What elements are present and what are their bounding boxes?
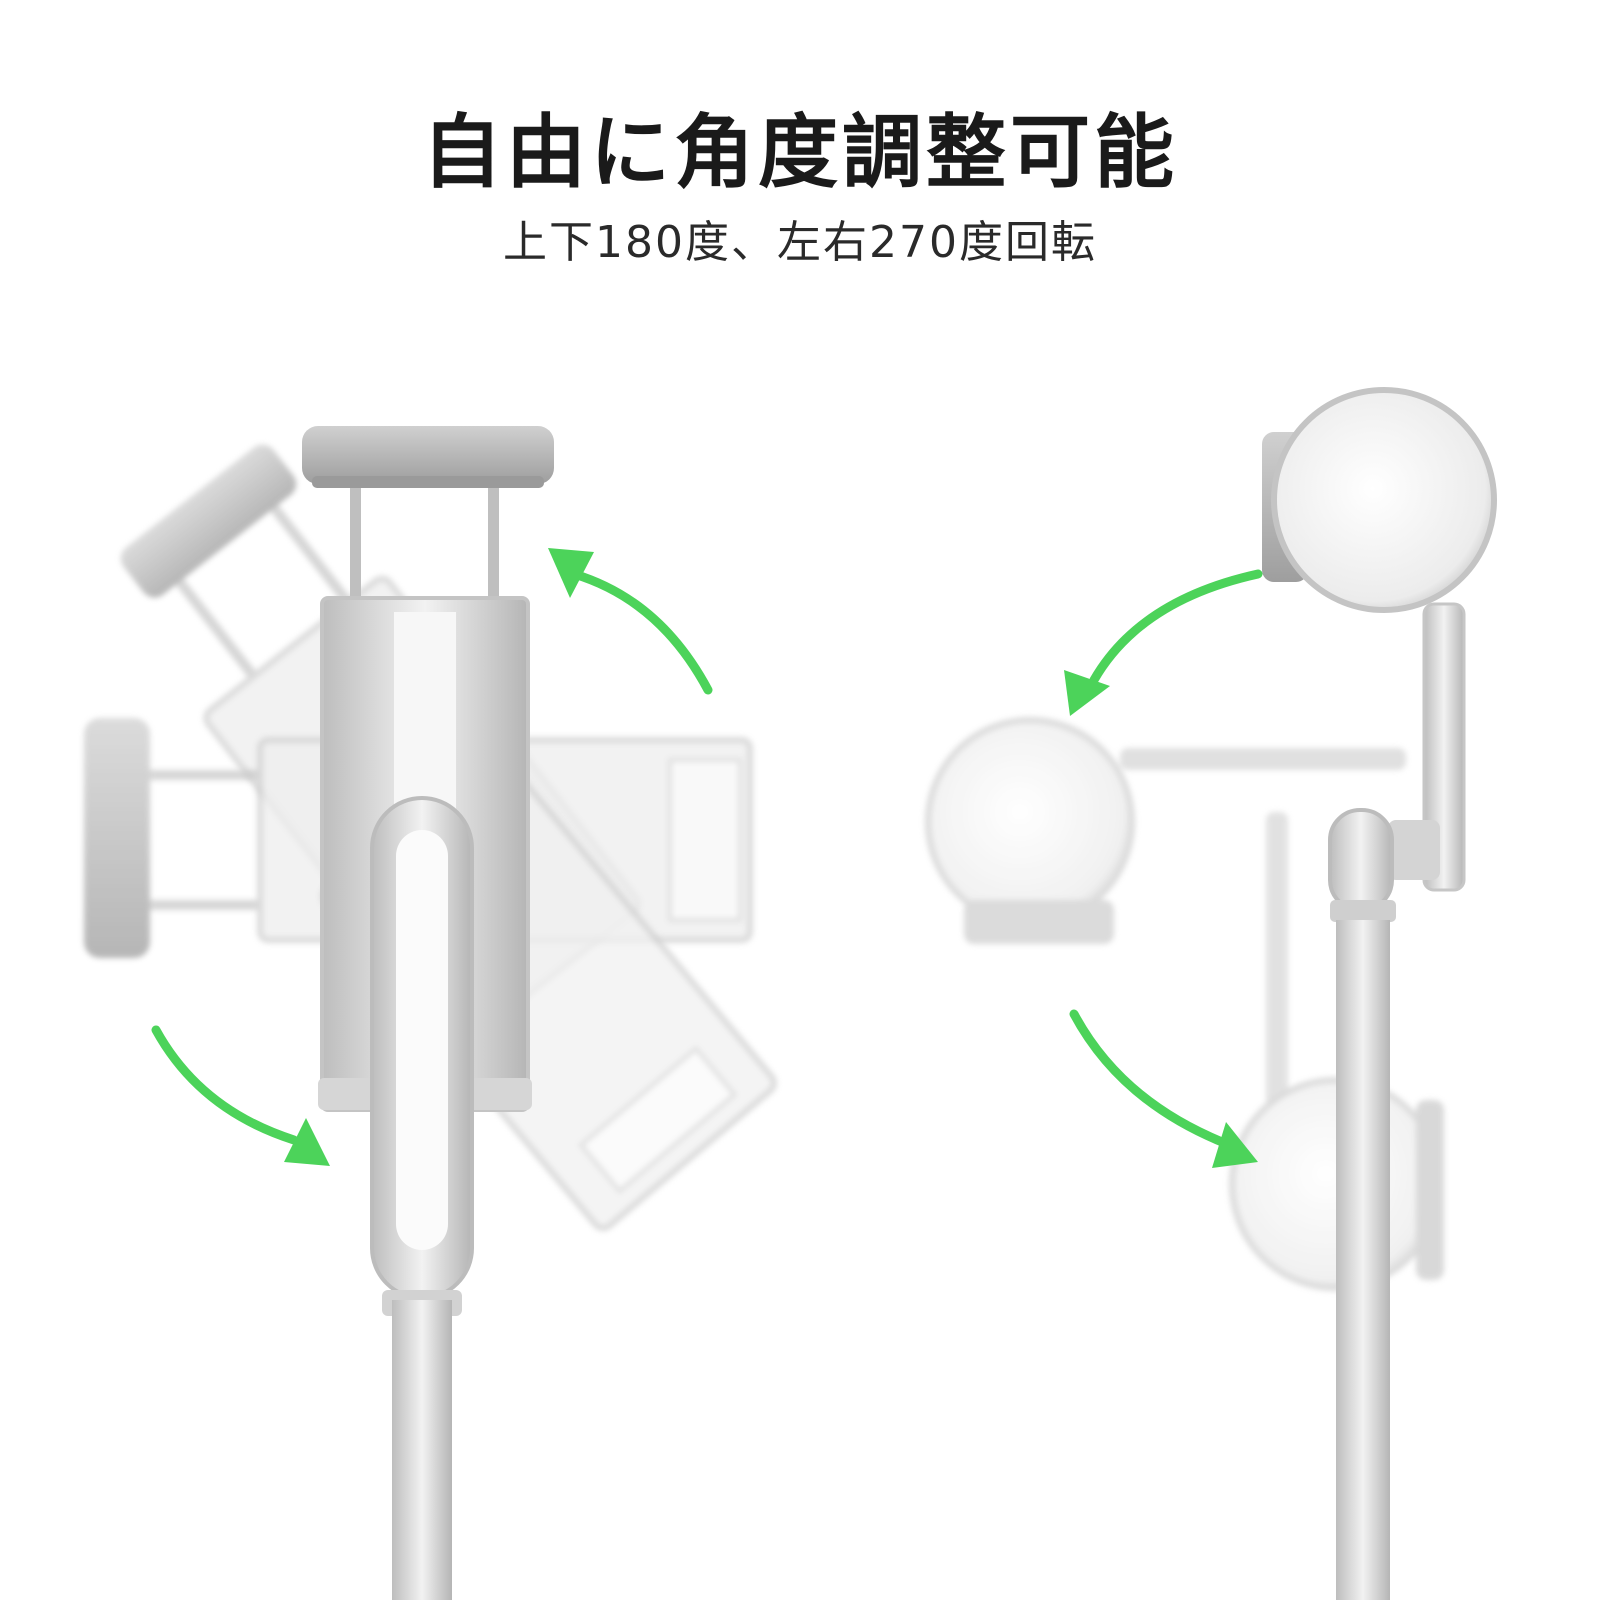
- curved-arrow-down-icon: [151, 1025, 330, 1166]
- left-holder-main: [302, 426, 554, 1600]
- page-subtitle: 上下180度、左右270度回転: [503, 217, 1097, 268]
- page-title: 自由に角度調整可能: [422, 106, 1178, 199]
- curved-arrow-up-icon: [548, 548, 713, 695]
- right-holder-main: [1262, 387, 1497, 1600]
- right-holder-ghost-side: [925, 717, 1406, 944]
- curved-arrow-left-icon: [1064, 569, 1263, 716]
- curved-arrow-right-icon: [1069, 1009, 1258, 1168]
